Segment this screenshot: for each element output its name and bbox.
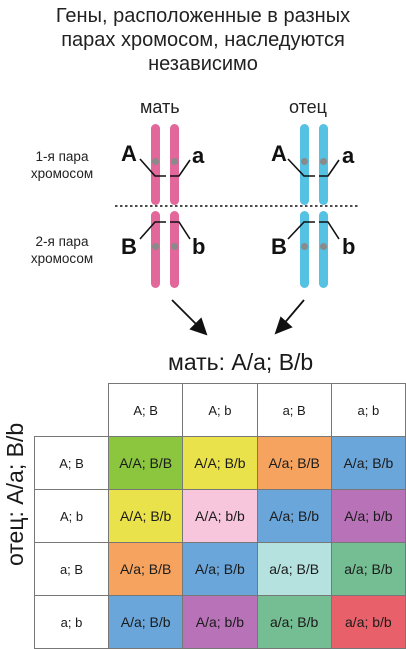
pair2-label-line2: хромосом [30,251,94,266]
father-centromere-2a [301,243,308,250]
punnett-col-header: A; b [182,383,258,437]
title-line-1: Гены, расположенные в разных [55,5,351,27]
punnett-cell: A/A; b/b [182,489,258,543]
punnett-cell: A/a; B/b [108,595,184,649]
punnett-cell: a/a; B/b [256,595,332,649]
punnett-col-header: a; B [256,383,332,437]
pair1-label-line1: 1-я пара [35,149,89,164]
punnett-col-header: a; b [330,383,406,437]
punnett-cell: A/a; B/B [108,542,184,596]
punnett-cell: A/a; B/b [330,436,406,490]
punnett-cell: A/A; B/B [108,436,184,490]
mother-centromere-2b [171,243,178,250]
father-allele-b: b [342,234,356,259]
punnett-row-header: a; B [33,542,110,596]
mother-centromere-2a [152,243,159,250]
father-centromere-1b [320,158,327,165]
pair1-label: 1-я пара хромосом [22,148,102,182]
father-allele-B: B [271,234,287,259]
punnett-corner [35,384,109,437]
father-centromere-1a [301,158,308,165]
punnett-cell: A/a; B/b [182,542,258,596]
punnett-cell: A/A; B/b [108,489,184,543]
mother-allele-a: a [192,143,205,168]
punnett-cell: A/a; B/B [256,436,332,490]
father-allele-A: A [271,141,287,166]
punnett-row-header: a; b [33,595,110,649]
father-centromere-2b [320,243,327,250]
punnett-cell: A/A; B/b [182,436,258,490]
punnett-row-header: A; B [33,436,110,490]
mother-allele-B: B [121,234,137,259]
punnett-mother-title: мать: A/a; B/b [168,349,314,375]
punnett-cell: a/a; B/b [330,542,406,596]
title-line-2: парах хромосом, наследуются [61,29,345,51]
father-allele-a: a [342,143,355,168]
pair1-label-line2: хромосом [30,166,94,181]
punnett-cell: A/a; b/b [330,489,406,543]
title-line-3: независимо [148,53,258,75]
punnett-col-header: A; B [108,383,184,437]
arrow-right-head [274,316,293,335]
arrow-right-shaft [281,299,305,327]
punnett-cell: a/a; b/b [330,595,406,649]
arrow-left-shaft [171,299,201,329]
punnett-row-header: A; b [33,489,110,543]
pair2-label-line1: 2-я пара [35,234,89,249]
punnett-cell: A/a; b/b [182,595,258,649]
mother-allele-b: b [192,234,206,259]
punnett-cell: a/a; B/B [256,542,332,596]
father-label: отец [289,97,327,117]
pair2-label: 2-я пара хромосом [22,233,102,267]
mother-allele-A: A [121,141,137,166]
mother-centromere-1b [171,158,178,165]
arrow-left-head [189,317,208,336]
punnett-cell: A/a; B/b [256,489,332,543]
punnett-father-title: отец: A/a; B/b [2,422,28,566]
mother-label: мать [140,97,180,117]
mother-centromere-1a [152,158,159,165]
